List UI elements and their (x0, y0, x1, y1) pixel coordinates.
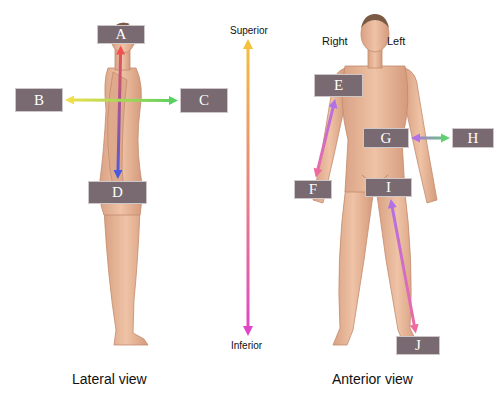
arrowhead (243, 39, 253, 49)
arrowhead (243, 326, 253, 336)
arrowhead (441, 134, 450, 143)
label-box: H (452, 128, 494, 148)
box-letter: F (309, 182, 317, 197)
label-box: G (363, 128, 409, 148)
label-box: A (97, 25, 145, 44)
direction-label: Inferior (231, 340, 262, 351)
arrowhead (388, 199, 397, 209)
arrowhead (113, 170, 122, 179)
arrowhead (410, 324, 419, 334)
direction-arrow (113, 45, 125, 179)
direction-arrow (411, 134, 450, 143)
box-letter: I (386, 180, 391, 195)
direction-arrow (314, 99, 338, 178)
label-box: I (365, 178, 412, 197)
arrow-line (318, 107, 334, 170)
label-box: D (88, 181, 147, 204)
arrowhead (411, 134, 420, 143)
side-label: Left (387, 35, 405, 47)
box-letter: J (415, 338, 421, 353)
arrow-line (419, 137, 442, 140)
arrowhead (169, 96, 178, 105)
scale-line (247, 48, 250, 327)
view-caption: Anterior view (332, 372, 413, 387)
view-caption: Lateral view (72, 372, 147, 387)
arrowhead (116, 45, 125, 54)
box-letter: B (34, 93, 44, 108)
box-letter: D (112, 185, 123, 200)
box-letter: E (334, 78, 343, 93)
box-letter: H (468, 131, 479, 146)
box-letter: G (381, 131, 392, 146)
arrow-line (118, 53, 121, 171)
label-box: E (314, 74, 363, 97)
direction-scale-arrow (243, 39, 253, 336)
direction-arrow (65, 96, 178, 105)
direction-arrow (388, 199, 419, 334)
label-box: C (180, 88, 228, 113)
arrow-line (392, 207, 414, 326)
box-letter: C (199, 93, 209, 108)
box-letter: A (116, 27, 127, 42)
arrowhead (329, 99, 338, 109)
arrow-line (73, 99, 170, 102)
arrowhead (65, 96, 74, 105)
label-box: B (15, 88, 63, 112)
label-box: F (294, 180, 332, 199)
arrowhead (314, 168, 323, 178)
direction-label: Superior (230, 25, 268, 36)
side-label: Right (322, 35, 348, 47)
label-box: J (396, 336, 440, 355)
